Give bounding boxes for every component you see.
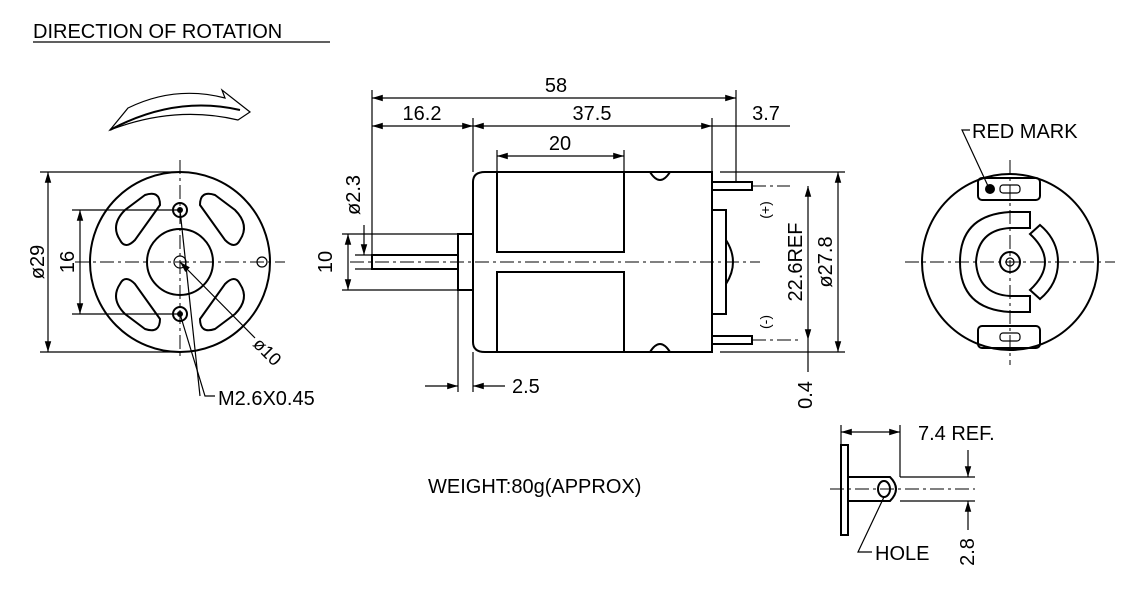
screw-spec: M2.6X0.45 [218,388,315,410]
magnet-bottom [496,271,625,353]
red-mark-dot [985,184,995,194]
front-view: ø29 16 ø10 M2.6X0.45 [27,160,315,410]
terminal-minus-label: (-) [757,315,773,329]
drawing-title: DIRECTION OF ROTATION [33,21,282,43]
dim-magnet-length: 20 [549,133,571,155]
rear-terminal-bottom [977,325,1041,349]
dim-terminal-offset: 0.4 [795,381,817,409]
dim-body-length: 37.5 [573,103,612,125]
dim-boss-thickness: 2.5 [512,376,540,398]
terminal-tab [848,476,897,502]
dim-terminal-pitch: 22.6REF [785,223,807,302]
dim-front-boss-dia: ø10 [249,334,285,370]
rear-terminal-top [977,177,1041,201]
weight-label: WEIGHT:80g(APPROX) [428,476,641,498]
front-slot [115,192,162,246]
front-slot [115,278,162,332]
dim-shaft-dia: ø2.3 [343,175,365,215]
dim-terminal-length: 3.7 [752,103,780,125]
dim-total-length: 58 [545,75,567,97]
dim-boss-dia: 10 [315,251,337,273]
dim-shaft-length: 16.2 [403,103,442,125]
dim-front-outer-dia: ø29 [27,245,49,279]
front-slot [198,278,245,332]
motor-body [472,171,713,353]
hole-label: HOLE [875,543,929,565]
dim-terminal-ref: 7.4 REF. [918,423,995,445]
terminal-plus-label: (+) [757,201,773,219]
front-slot [198,192,245,246]
side-view: 58 16.2 37.5 3.7 20 ø2.3 10 2.5 (+) [315,75,845,409]
terminal-detail: 7.4 REF. 2.8 HOLE [830,423,995,566]
terminal-plus [711,181,753,191]
rear-view: RED MARK [905,121,1115,365]
magnet-top [496,171,625,253]
terminal-plate [840,444,849,536]
red-mark-label: RED MARK [972,121,1078,143]
dim-front-hole-spacing: 16 [57,251,79,273]
rotation-arrow-icon [108,88,252,132]
dim-terminal-thickness: 2.8 [957,538,979,566]
dim-body-dia: ø27.8 [815,236,837,287]
terminal-minus [711,335,753,345]
